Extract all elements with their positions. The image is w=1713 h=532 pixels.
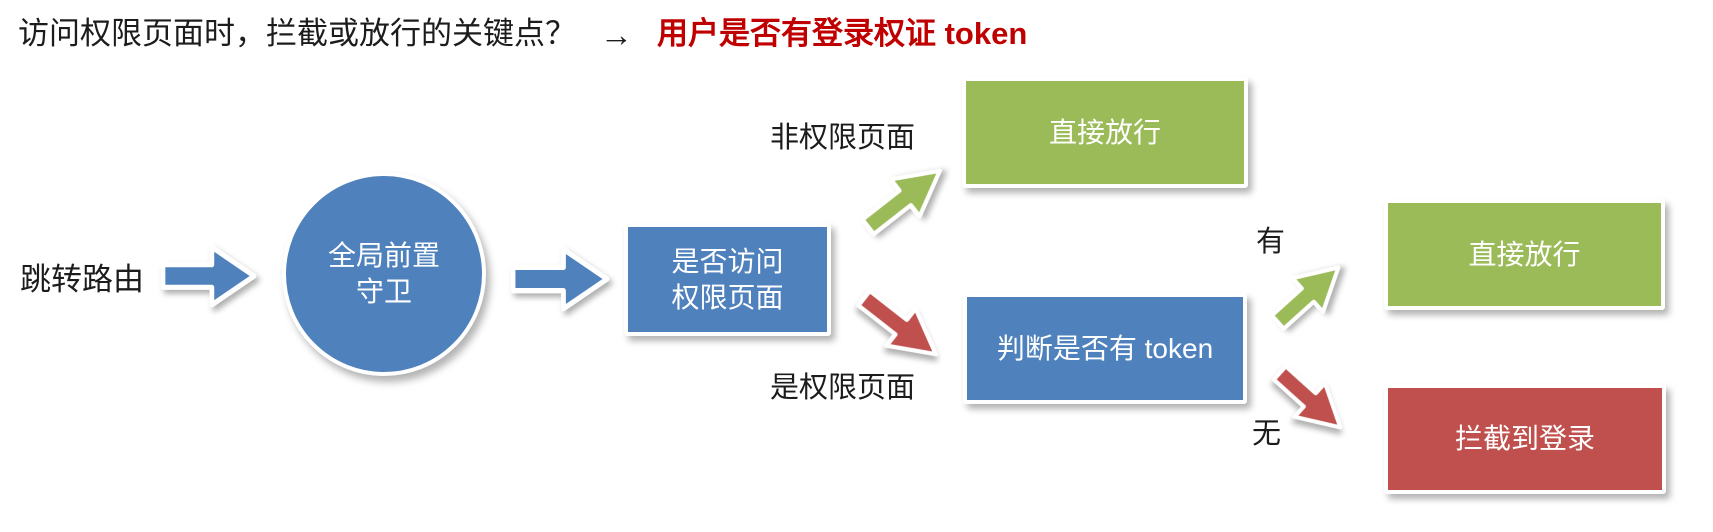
- arrow-start-to-guard-icon: [160, 243, 257, 309]
- guard-label-line2: 守卫: [355, 276, 412, 307]
- node-intercept-to-login: 拦截到登录: [1384, 384, 1666, 494]
- check-label-line2: 权限页面: [671, 281, 784, 313]
- allow-top-label: 直接放行: [1048, 116, 1161, 148]
- title: 访问权限页面时，拦截或放行的关键点？ → 用户是否有登录权证 token: [18, 14, 1027, 55]
- edge-label-permission-page: 是权限页面: [770, 372, 916, 404]
- title-answer: 用户是否有登录权证 token: [657, 16, 1028, 52]
- node-allow-direct-right: 直接放行: [1384, 199, 1665, 310]
- edge-label-non-permission-page: 非权限页面: [770, 122, 916, 154]
- node-allow-direct-top: 直接放行: [962, 77, 1248, 188]
- arrow-non-permission-branch-icon: [851, 148, 958, 248]
- token-check-label: 判断是否有 token: [996, 332, 1214, 364]
- intercept-label: 拦截到登录: [1454, 423, 1595, 454]
- title-arrow-icon: →: [600, 16, 633, 53]
- title-question: 访问权限页面时，拦截或放行的关键点？: [18, 16, 576, 52]
- node-global-guard: 全局前置 守卫: [282, 172, 486, 376]
- allow-right-label: 直接放行: [1468, 238, 1581, 270]
- node-token-check: 判断是否有 token: [963, 293, 1247, 404]
- arrow-no-token-icon: [1262, 354, 1359, 449]
- guard-label-line1: 全局前置: [327, 240, 440, 271]
- arrow-guard-to-check-icon: [510, 245, 610, 313]
- edge-label-has-token: 有: [1256, 226, 1286, 258]
- arrow-has-token-icon: [1260, 247, 1357, 342]
- check-label-line1: 是否访问: [671, 245, 784, 277]
- node-check-permission-page: 是否访问 权限页面: [624, 223, 831, 336]
- arrow-permission-branch-icon: [847, 277, 954, 377]
- start-label: 跳转路由: [20, 262, 144, 297]
- edge-label-no-token: 无: [1252, 418, 1282, 450]
